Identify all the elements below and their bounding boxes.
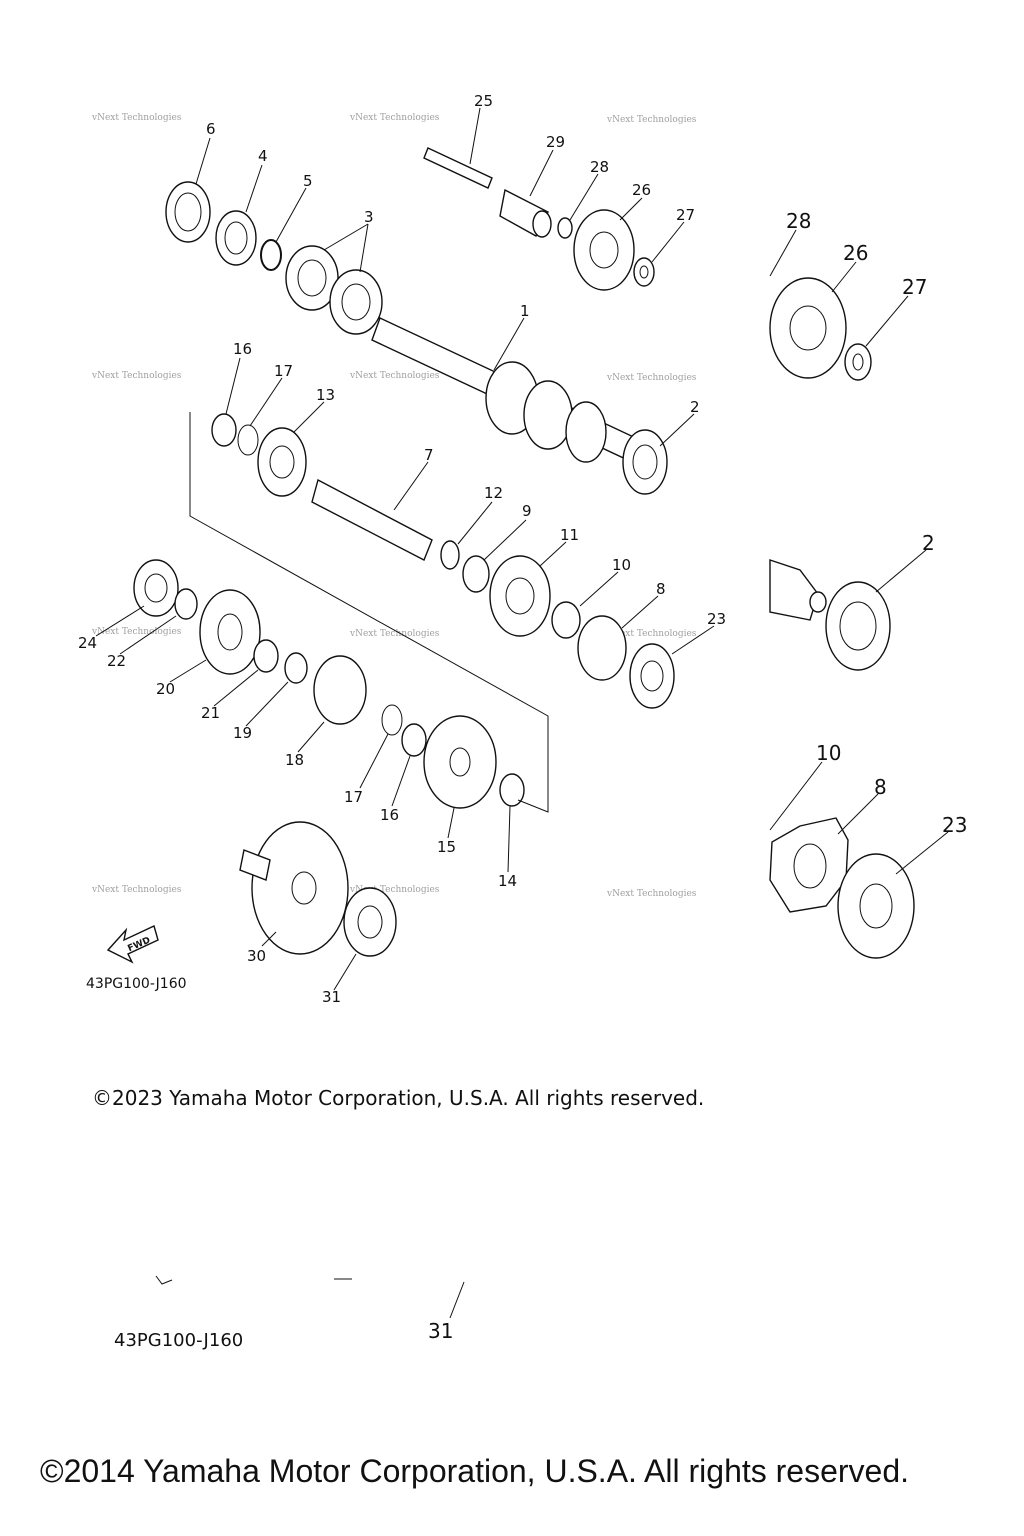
washer-22 <box>174 588 198 620</box>
inset-label-26: 26 <box>843 241 868 265</box>
washer-19 <box>284 652 308 684</box>
watermark: vNext Technologies <box>91 885 182 895</box>
inset-label-2: 2 <box>922 531 935 555</box>
label-7: 7 <box>424 446 434 464</box>
label-2: 2 <box>690 398 700 416</box>
watermark: vNext Technologies <box>349 885 440 895</box>
watermark: vNext Technologies <box>349 113 440 123</box>
oil-seal-6 <box>165 181 211 243</box>
gear-26 <box>573 209 635 291</box>
watermark: vNext Technologies <box>349 629 440 639</box>
inset-label-23: 23 <box>942 813 967 837</box>
watermark: vNext Technologies <box>606 373 697 383</box>
label-13: 13 <box>316 386 335 404</box>
bearing-2 <box>622 429 668 495</box>
label-5: 5 <box>303 172 313 190</box>
needle-bearing-10 <box>551 601 581 639</box>
label-22: 22 <box>107 652 126 670</box>
sprocket-8 <box>577 615 627 681</box>
gear-13 <box>257 427 307 497</box>
watermark: vNext Technologies <box>606 629 697 639</box>
inset-label-10: 10 <box>816 741 841 765</box>
washer-17b <box>381 704 403 736</box>
gear-11 <box>489 555 551 637</box>
label-20: 20 <box>156 680 175 698</box>
o-ring-5 <box>260 239 282 271</box>
fwd-arrow-icon: FWD <box>106 925 159 964</box>
gear-30 <box>251 821 349 955</box>
label-26: 26 <box>632 181 651 199</box>
label-21: 21 <box>201 704 220 722</box>
diagram-code: 43PG100-J160 <box>86 976 187 992</box>
collar-4 <box>215 210 257 266</box>
watermark: vNext Technologies <box>91 371 182 381</box>
circlip-12 <box>440 540 460 570</box>
label-11: 11 <box>560 526 579 544</box>
dog-gear-18 <box>313 655 367 725</box>
label-24: 24 <box>78 634 97 652</box>
label-25: 25 <box>474 92 493 110</box>
washer-27 <box>633 257 655 287</box>
label-10: 10 <box>612 556 631 574</box>
circlip-16 <box>211 413 237 447</box>
gear-20 <box>199 589 261 675</box>
label-30: 30 <box>247 947 266 965</box>
watermark: vNext Technologies <box>606 889 697 899</box>
bearing-23 <box>629 643 675 709</box>
parts-drawing <box>95 107 715 991</box>
lower-code: 43PG100-J160 <box>114 1330 243 1351</box>
label-23: 23 <box>707 610 726 628</box>
inset-label-27: 27 <box>902 275 927 299</box>
label-6: 6 <box>206 120 216 138</box>
needle-bearing-28 <box>557 217 573 239</box>
label-19: 19 <box>233 724 252 742</box>
drive-axle-7 <box>311 478 433 561</box>
circlip-16b <box>401 723 427 757</box>
collar-21 <box>253 639 279 673</box>
label-31: 31 <box>322 988 341 1006</box>
watermark: vNext Technologies <box>349 371 440 381</box>
watermark: vNext Technologies <box>91 113 182 123</box>
lower-label-31: 31 <box>428 1319 453 1343</box>
gear-15 <box>423 715 497 809</box>
inset-label-8: 8 <box>874 775 887 799</box>
label-15: 15 <box>437 838 456 856</box>
watermark: vNext Technologies <box>606 115 697 125</box>
label-18: 18 <box>285 751 304 769</box>
label-12: 12 <box>484 484 503 502</box>
pin-25 <box>423 147 493 189</box>
label-14: 14 <box>498 872 517 890</box>
inset-middle: 2 <box>769 531 935 671</box>
inset-top: 28 26 27 <box>769 209 927 381</box>
label-8: 8 <box>656 580 666 598</box>
label-29: 29 <box>546 133 565 151</box>
part-labels: 6 4 5 3 25 29 28 26 27 1 2 16 17 13 7 12… <box>78 92 726 1006</box>
label-17b: 17 <box>344 788 363 806</box>
copyright-main: ©2023 Yamaha Motor Corporation, U.S.A. A… <box>92 1086 705 1110</box>
washer-17 <box>237 424 259 456</box>
watermarks: vNext Technologies vNext Technologies vN… <box>91 113 697 899</box>
label-17: 17 <box>274 362 293 380</box>
label-28: 28 <box>590 158 609 176</box>
bearing-24 <box>133 559 179 617</box>
copyright-lower: ©2014 Yamaha Motor Corporation, U.S.A. A… <box>40 1453 910 1489</box>
washer-9 <box>462 555 490 593</box>
label-16: 16 <box>233 340 252 358</box>
label-27: 27 <box>676 206 695 224</box>
label-4: 4 <box>258 147 268 165</box>
label-16b: 16 <box>380 806 399 824</box>
watermark: vNext Technologies <box>91 627 182 637</box>
bearing-31 <box>343 887 397 957</box>
label-3: 3 <box>364 208 374 226</box>
collar-14 <box>499 773 525 807</box>
inset-bottom: 10 8 23 <box>769 741 967 959</box>
inset-label-28: 28 <box>786 209 811 233</box>
label-1: 1 <box>520 302 530 320</box>
lower-fragment: 43PG100-J160 31 <box>114 1275 465 1351</box>
bearing-3b <box>329 269 383 335</box>
label-9: 9 <box>522 502 532 520</box>
